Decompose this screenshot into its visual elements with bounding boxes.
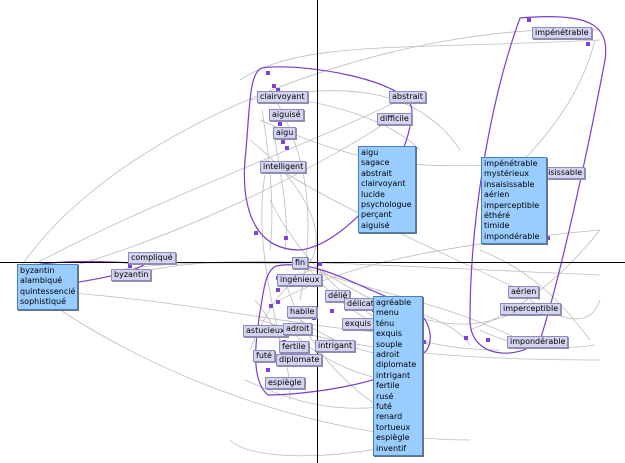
point-marker [527,18,531,22]
list-item: menu [376,308,399,318]
point-marker [281,140,285,144]
list-item: adroit [376,350,400,360]
word-label-fertile[interactable]: fertile [279,341,309,353]
word-label-adroit[interactable]: adroit [283,323,313,335]
word-label-delicat[interactable]: délicat [344,298,377,310]
word-label-exquis[interactable]: exquis [342,318,375,330]
word-label-astucieux[interactable]: astucieux [243,325,288,337]
word-label-byzantin[interactable]: byzantin [111,269,152,281]
list-item: rusé [376,391,394,401]
list-item: inventif [376,443,407,453]
word-label-imperceptible[interactable]: imperceptible [500,303,562,315]
word-label-clairvoyant[interactable]: clairvoyant [257,91,308,103]
point-marker [272,84,276,88]
point-marker [546,236,550,240]
list-item: clairvoyant [361,179,406,189]
point-marker [128,264,132,268]
list-item: insaisissable [484,179,535,189]
word-label-intrigant[interactable]: intrigant [315,340,356,352]
list-item: intrigant [376,370,411,380]
cluster-list-left: byzantin alambiqué quintessencié sophist… [17,264,79,310]
word-label-fute[interactable]: futé [253,350,275,362]
point-marker [276,88,280,92]
point-marker [312,316,316,320]
word-label-difficile[interactable]: difficile [377,113,412,125]
list-item: impénétrable [484,159,538,168]
list-item: timide [484,221,510,231]
list-item: mystérieux [484,169,529,179]
point-marker [266,71,270,75]
list-item: fertile [376,381,400,391]
list-item: tortueux [376,422,411,432]
point-marker [318,262,322,266]
word-label-complique[interactable]: compliqué [128,252,176,264]
word-label-intelligent[interactable]: intelligent [260,161,307,173]
word-label-imponderable[interactable]: impondérable [507,336,569,348]
list-item: souple [376,339,403,349]
word-label-aerien[interactable]: aérien [508,286,540,298]
point-marker [266,368,270,372]
list-item: aérien [484,190,510,200]
point-marker [464,336,468,340]
list-item: sophistiqué [20,297,67,307]
cluster-list-bottom: agréable menu ténu exquis souple adroit … [373,296,423,457]
word-label-abstrait[interactable]: abstrait [389,91,426,103]
list-item: byzantin [20,266,55,275]
list-item: diplomate [376,360,417,370]
list-item: impondérable [484,231,540,241]
list-item: espiègle [376,433,410,443]
point-marker [586,42,590,46]
list-item: éthéré [484,211,511,221]
point-marker [285,146,289,150]
word-label-diplomate[interactable]: diplomate [276,354,323,366]
word-label-saisissable[interactable]: saisissable [536,167,586,179]
point-marker [330,309,334,313]
list-item: ténu [376,318,395,328]
point-marker [276,288,280,292]
word-label-habile[interactable]: habile [287,306,318,318]
list-item: lucide [361,189,385,199]
word-label-aiguise[interactable]: aiguisé [269,109,304,121]
list-item: futé [376,402,392,412]
cluster-list-center: aigu sagace abstrait clairvoyant lucide … [358,146,416,234]
point-marker [254,231,258,235]
list-item: agréable [376,298,412,307]
list-item: imperceptible [484,200,540,210]
list-item: abstrait [361,168,392,178]
word-label-impenetrable[interactable]: impénétrable [532,27,592,39]
point-marker [276,300,280,304]
list-item: sagace [361,158,390,168]
list-item: exquis [376,329,403,339]
point-marker [486,338,490,342]
point-marker [284,236,288,240]
word-label-aigu[interactable]: aigu [273,127,297,139]
list-item: psychologue [361,200,412,210]
list-item: renard [376,412,403,422]
point-marker [269,304,273,308]
word-label-espiegle[interactable]: espiègle [265,377,305,389]
point-marker [278,122,282,126]
cluster-list-right: impénétrable mystérieux insaisissable aé… [481,157,547,245]
point-marker [422,340,426,344]
list-item: aigu [361,148,379,157]
list-item: alambiqué [20,276,63,286]
list-item: aiguisé [361,220,390,230]
list-item: quintessencié [20,286,76,296]
word-label-ingenieux[interactable]: ingénieux [277,274,323,286]
word-label-fin[interactable]: fin [292,257,309,269]
list-item: perçant [361,210,392,220]
